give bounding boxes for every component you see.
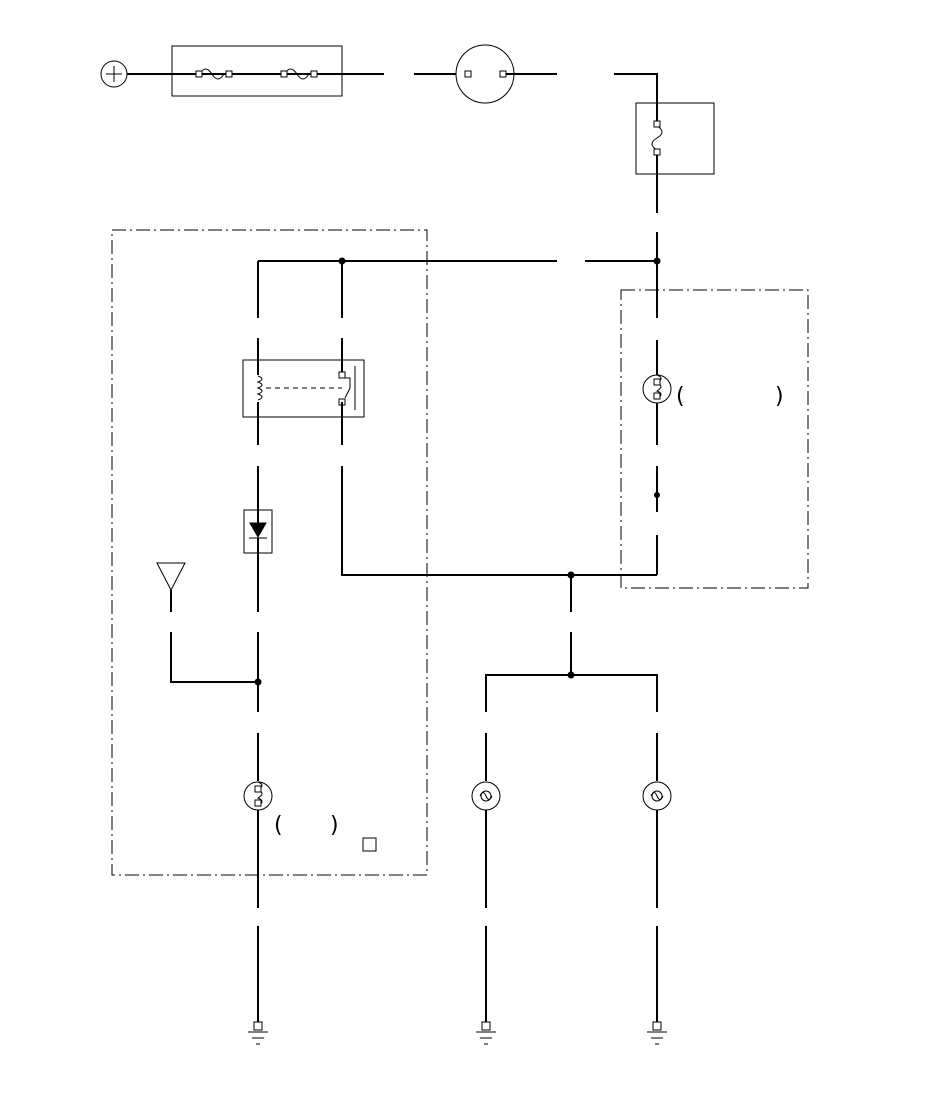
right-module-boundary	[620, 289, 809, 589]
lamp-icon	[243, 781, 273, 811]
wire-relay-contact-to-bus	[341, 466, 657, 576]
ground-icon	[647, 1021, 667, 1045]
fuse-icon	[280, 68, 318, 80]
sensor-triangle-icon	[156, 562, 258, 683]
lamp-icon	[642, 374, 672, 404]
diode-icon	[243, 509, 273, 554]
left-lamp-indicator-box	[362, 837, 377, 852]
lamp-icon	[642, 781, 672, 811]
left-module-boundary	[111, 229, 428, 876]
right-fuse-box	[635, 102, 715, 175]
right-lamp-label-bracket-open: (	[676, 384, 685, 409]
battery-positive-icon	[100, 60, 128, 88]
fuse-icon	[651, 120, 663, 156]
junction-dot	[654, 492, 660, 498]
left-lamp-label-bracket-close: )	[330, 813, 339, 838]
wire-to-right-fuse	[614, 73, 658, 103]
fuse-block	[171, 45, 384, 97]
ground-icon	[248, 1021, 268, 1045]
fuse-icon	[195, 68, 233, 80]
ground-icon	[476, 1021, 496, 1045]
left-lamp-label-bracket-open: (	[274, 813, 283, 838]
lamp-icon	[471, 781, 501, 811]
junction-dot	[254, 678, 262, 686]
wire-branch-split	[485, 674, 658, 712]
ignition-switch-icon	[455, 44, 515, 104]
relay-icon	[242, 359, 365, 418]
right-lamp-label-bracket-close: )	[775, 384, 784, 409]
